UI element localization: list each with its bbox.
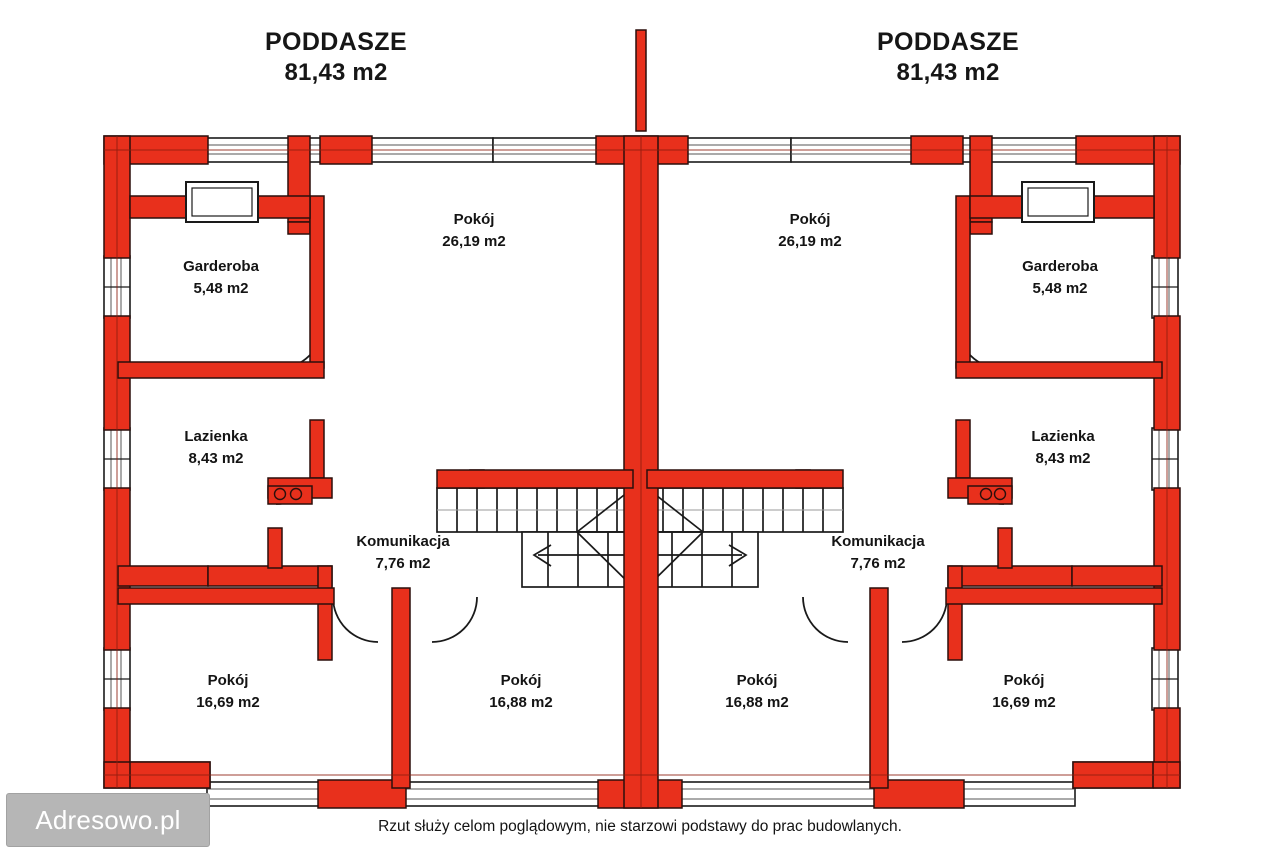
wall-seam-lines xyxy=(104,136,1180,808)
window-bottom-left-2 xyxy=(403,781,601,807)
wall-komunikacja-left-stub xyxy=(317,565,333,661)
fixture-right-2 xyxy=(993,487,1007,501)
wall-komunikacja-right-stub xyxy=(947,565,963,661)
title-right-name: PODDASZE xyxy=(876,28,1020,56)
fixture-left-1 xyxy=(273,487,287,501)
wall-garderoba-bottom xyxy=(117,361,325,379)
room-area: 16,69 m2 xyxy=(992,694,1055,711)
room-name: Pokój xyxy=(737,672,778,689)
window-bottom-right-2 xyxy=(961,781,1076,807)
staircase-right xyxy=(646,487,844,588)
title-right-area: 81,43 m2 xyxy=(896,59,1000,86)
room-label-garderoba-right: Garderoba 5,48 m2 xyxy=(1022,258,1099,297)
room-area: 5,48 m2 xyxy=(1032,280,1087,297)
room-label-pokoj-right-br: Pokój 16,69 m2 xyxy=(992,672,1055,711)
wall-lazienka-bottom xyxy=(117,565,209,587)
room-name: Komunikacja xyxy=(831,533,925,550)
wall-left-vert-main-b xyxy=(287,221,311,235)
title-block-left: PODDASZE 81,43 m2 xyxy=(196,26,476,89)
window-right-lower xyxy=(1151,647,1179,711)
room-area: 16,88 m2 xyxy=(725,694,788,711)
wall-left-vert-2 xyxy=(309,195,325,369)
wall-lazienka-right-bottom-2 xyxy=(1071,565,1163,587)
room-label-komunikacja-right: Komunikacja 7,76 m2 xyxy=(831,533,925,572)
room-area: 16,69 m2 xyxy=(196,694,259,711)
room-label-pokoj-right-top: Pokój 26,19 m2 xyxy=(778,211,841,250)
bathroom-fixtures-group xyxy=(273,487,1007,501)
room-area: 8,43 m2 xyxy=(1035,450,1090,467)
room-name: Komunikacja xyxy=(356,533,450,550)
wall-garderoba-right-bottom xyxy=(955,361,1163,379)
room-label-pokoj-right-bl: Pokój 16,88 m2 xyxy=(725,672,788,711)
fixture-left-2 xyxy=(289,487,303,501)
wall-lazienka-stub xyxy=(267,527,283,569)
door-komunikacja-right-a xyxy=(901,596,948,643)
window-right-mid xyxy=(1151,427,1179,491)
wall-garderoba-right-top-r xyxy=(1093,195,1155,219)
window-bottom-left xyxy=(206,781,321,807)
room-label-komunikacja-left: Komunikacja 7,76 m2 xyxy=(356,533,450,572)
wall-lazienka-bottom-2 xyxy=(207,565,333,587)
wall-right-vert-2 xyxy=(955,195,971,369)
staircase-left xyxy=(436,487,634,588)
wall-right-bottom-vert xyxy=(869,587,889,789)
watermark-adresowo: Adresowo.pl xyxy=(6,793,210,847)
wall-garderoba-top-l xyxy=(129,195,187,219)
wall-lazienka-right-stub xyxy=(997,527,1013,569)
room-area: 16,88 m2 xyxy=(489,694,552,711)
wall-right-vert-main-b xyxy=(969,221,993,235)
dormer-openings-group xyxy=(185,181,1095,223)
dormer-left-inner xyxy=(191,187,253,217)
dormer-right-inner xyxy=(1027,187,1089,217)
wall-garderoba-right-top-l xyxy=(969,195,1023,219)
wall-bottom-seg-4 xyxy=(873,779,965,809)
room-name: Garderoba xyxy=(183,258,260,275)
room-label-pokoj-left-bl: Pokój 16,69 m2 xyxy=(196,672,259,711)
room-label-garderoba-left: Garderoba 5,48 m2 xyxy=(183,258,260,297)
room-label-pokoj-left-top: Pokój 26,19 m2 xyxy=(442,211,505,250)
room-area: 7,76 m2 xyxy=(375,555,430,572)
wall-garderoba-top-r xyxy=(257,195,311,219)
title-block-right: PODDASZE 81,43 m2 xyxy=(808,26,1088,89)
room-labels-group: Garderoba 5,48 m2 Pokój 26,19 m2 Lazienka 8,4… xyxy=(183,211,1099,711)
window-bottom-right-1 xyxy=(679,781,877,807)
room-label-pokoj-left-br: Pokój 16,88 m2 xyxy=(489,672,552,711)
door-komunikacja-left-a xyxy=(332,596,379,643)
door-komunikacja-right-b xyxy=(802,596,849,643)
plan-disclaimer: Rzut służy celom poglądowym, nie starzow… xyxy=(378,818,902,835)
room-label-lazienka-right: Lazienka 8,43 m2 xyxy=(1031,428,1095,467)
door-komunikacja-left-b xyxy=(431,596,478,643)
room-area: 5,48 m2 xyxy=(193,280,248,297)
watermark-label: Adresowo.pl xyxy=(35,804,181,835)
wall-right-vert-3 xyxy=(955,419,971,479)
wall-left-bottom-vert xyxy=(391,587,411,789)
room-name: Pokój xyxy=(208,672,249,689)
wall-left-bottom-divider xyxy=(117,587,335,605)
room-name: Lazienka xyxy=(1031,428,1095,445)
window-right-upper xyxy=(1151,255,1179,319)
room-area: 26,19 m2 xyxy=(778,233,841,250)
room-area: 7,76 m2 xyxy=(850,555,905,572)
room-area: 26,19 m2 xyxy=(442,233,505,250)
fixture-right-1 xyxy=(979,487,993,501)
wall-left-vert-3 xyxy=(309,419,325,479)
title-left-area: 81,43 m2 xyxy=(284,59,388,86)
wall-right-corridor-top xyxy=(646,469,844,489)
room-name: Pokój xyxy=(501,672,542,689)
room-name: Pokój xyxy=(790,211,831,228)
room-name: Pokój xyxy=(454,211,495,228)
wall-left-corridor-top xyxy=(436,469,634,489)
wall-lazienka-right-bottom xyxy=(947,565,1073,587)
wall-right-bottom-divider xyxy=(945,587,1163,605)
room-name: Pokój xyxy=(1004,672,1045,689)
room-name: Garderoba xyxy=(1022,258,1099,275)
room-name: Lazienka xyxy=(184,428,248,445)
title-left-name: PODDASZE xyxy=(264,28,408,56)
room-area: 8,43 m2 xyxy=(188,450,243,467)
party-wall-marker xyxy=(635,29,647,132)
room-label-lazienka-left: Lazienka 8,43 m2 xyxy=(184,428,248,467)
